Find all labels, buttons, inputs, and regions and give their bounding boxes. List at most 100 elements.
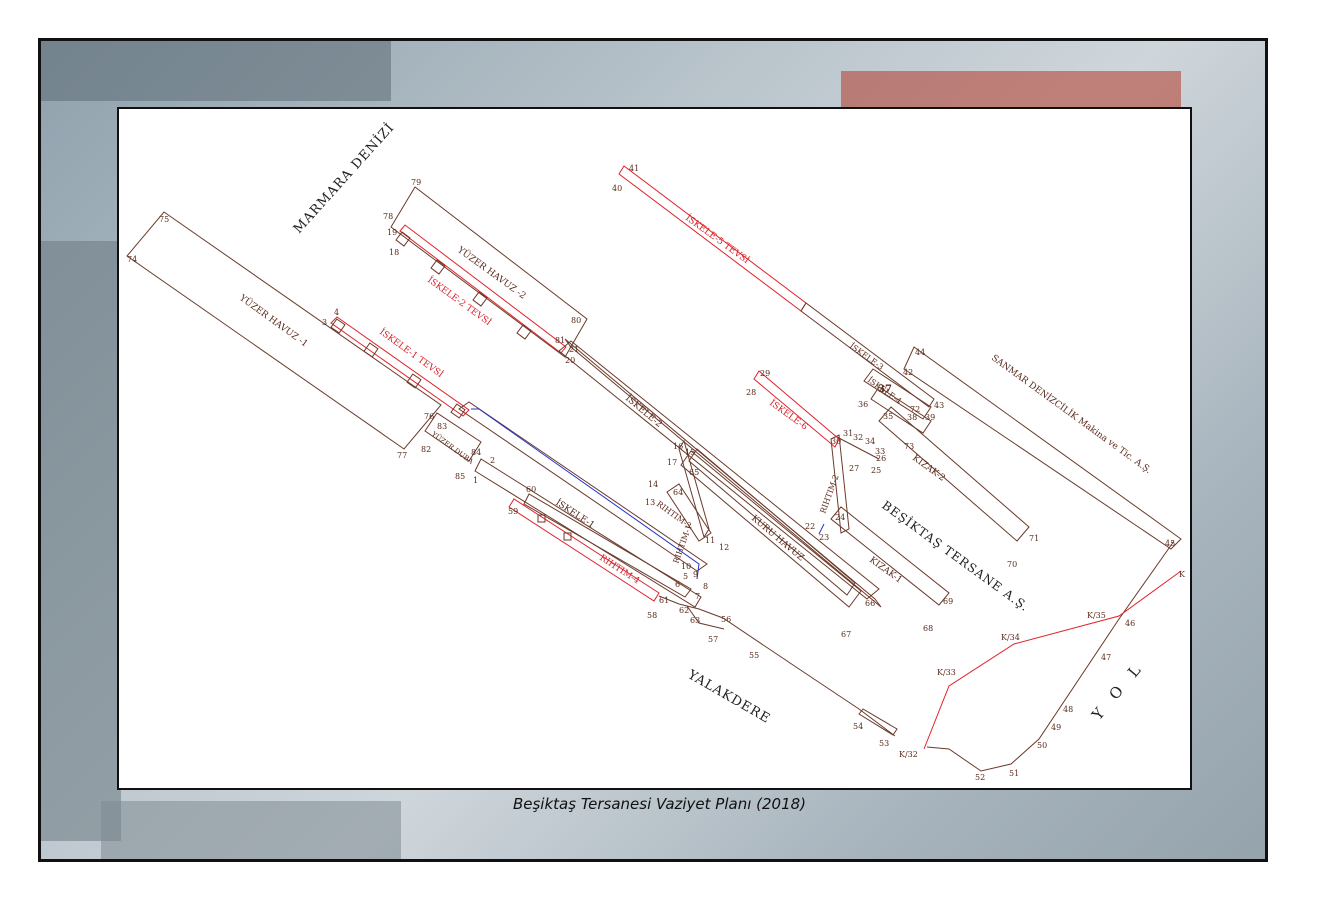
point-12: 12: [719, 543, 729, 552]
point-52: 52: [975, 773, 985, 782]
rihtim-1-label: RIHTIM-1: [671, 523, 693, 564]
point-6: 6: [675, 580, 680, 589]
point-44: 44: [915, 348, 925, 357]
point-75: 75: [159, 215, 169, 224]
point-4: 4: [334, 308, 339, 317]
point-72: 72: [910, 405, 920, 414]
point-43: 43: [934, 401, 944, 410]
sanmar-boundary: [903, 346, 1182, 550]
rihtim-1-box: [666, 483, 712, 542]
point-66: 66: [865, 599, 875, 608]
point-81: 81: [555, 336, 565, 345]
pier-54-53: [858, 708, 898, 736]
point-31: 31: [843, 429, 853, 438]
point-23: 23: [819, 533, 829, 542]
point-49: 49: [1051, 723, 1061, 732]
point-51: 51: [1009, 769, 1019, 778]
rihtim-strip: [458, 401, 708, 572]
point-26: 26: [876, 454, 886, 463]
blue-line-22-23: [818, 523, 825, 535]
point-76: 76: [424, 412, 434, 421]
point-11: 11: [705, 536, 715, 545]
iskele-2-label: İSKELE-2: [623, 392, 665, 430]
point-84: 84: [471, 448, 481, 457]
point-k35: K/35: [1087, 611, 1106, 620]
point-60: 60: [526, 485, 536, 494]
point-47: 47: [1101, 653, 1111, 662]
point-42: 42: [903, 368, 913, 377]
point-80: 80: [571, 316, 581, 325]
iskele-2-tevsi-strip: [399, 224, 567, 354]
point-9: 9: [693, 570, 698, 579]
point-58: 58: [647, 611, 657, 620]
point-63: 63: [690, 616, 700, 625]
figure-caption: Beşiktaş Tersanesi Vaziyet Planı (2018): [512, 795, 807, 813]
kuru-havuz-label: KURU HAVUZ: [749, 514, 806, 564]
point-29: 29: [760, 369, 770, 378]
point-83: 83: [437, 422, 447, 431]
point-k34: K/34: [1001, 633, 1020, 642]
yuzer-havuz-1-label: YÜZER HAVUZ -1: [236, 291, 310, 349]
iskele-1-outline: [474, 458, 702, 608]
point-33: 33: [875, 447, 885, 456]
point-38: 38: [907, 413, 917, 422]
yuzer-duba-label: YÜZER DUBA: [429, 429, 476, 467]
kizak-2-outline: [878, 406, 1030, 542]
point-24: 24: [835, 513, 845, 522]
yuzer-havuz-1-outline: [126, 211, 442, 450]
iskele-2-body: [558, 340, 880, 600]
point-8: 8: [703, 582, 708, 591]
point-74: 74: [127, 255, 137, 264]
iskele-1-tevsi-label: İSKELE-1 TEVSİ: [377, 326, 446, 381]
point-15: 15: [685, 448, 695, 457]
point-2: 2: [490, 456, 495, 465]
point-5: 5: [683, 572, 688, 581]
point-25: 25: [871, 466, 881, 475]
blue-boundary: [471, 408, 700, 580]
point-17: 17: [667, 458, 677, 467]
iskele-5-tevsi-label: İSKELE-5 TEVSİ: [683, 212, 752, 267]
point-22: 22: [805, 522, 815, 531]
label-layer: MARMARA DENİZİ YALAKDERE Y O L BEŞİKTAŞ …: [127, 119, 1186, 782]
neighbor-label: SANMAR DENİZCİLİK Makina ve Tic. A.Ş.: [989, 352, 1154, 476]
iskele-3-label: İSKELE-3: [848, 341, 885, 372]
point-78: 78: [383, 212, 393, 221]
rihtim-2-top: [836, 436, 880, 460]
point-50: 50: [1037, 741, 1047, 750]
kizak-1-label: KIZAK-1: [867, 555, 904, 585]
point-10: 10: [681, 562, 691, 571]
point-59: 59: [508, 507, 518, 516]
point-54: 54: [853, 722, 863, 731]
point-37: 37: [878, 384, 892, 395]
kizak-2-label: KIZAK-2: [910, 453, 947, 483]
point-16: 16: [673, 442, 683, 451]
point-39: 39: [925, 413, 935, 422]
point-14: 14: [648, 480, 658, 489]
road-boundary: [926, 540, 1175, 772]
point-13: 13: [645, 498, 655, 507]
point-28: 28: [746, 388, 756, 397]
kuru-havuz-outline: [680, 450, 862, 608]
point-32: 32: [853, 433, 863, 442]
district-label: YALAKDERE: [684, 667, 773, 727]
point-3: 3: [322, 318, 327, 327]
company-label: BEŞİKTAŞ TERSANE A.Ş.: [879, 497, 1032, 614]
iskele-1-pier: [523, 493, 692, 598]
point-40: 40: [612, 184, 622, 193]
point-20: 20: [565, 356, 575, 365]
point-48: 48: [1063, 705, 1073, 714]
iskele-3-box: [863, 368, 932, 420]
point-62: 62: [679, 606, 689, 615]
point-27: 27: [849, 464, 859, 473]
iskele-6-label: İSKELE-6: [767, 397, 810, 433]
bg-ship-top: [41, 41, 391, 101]
bg-building: [101, 801, 401, 859]
rihtim-4-strip: [508, 498, 660, 602]
point-57: 57: [708, 635, 718, 644]
iskele-1-label: İSKELE-1: [553, 496, 597, 530]
point-82: 82: [421, 445, 431, 454]
point-1: 1: [473, 476, 478, 485]
site-plan-svg: [126, 165, 1182, 772]
point-46: 46: [1125, 619, 1135, 628]
point-70: 70: [1007, 560, 1017, 569]
